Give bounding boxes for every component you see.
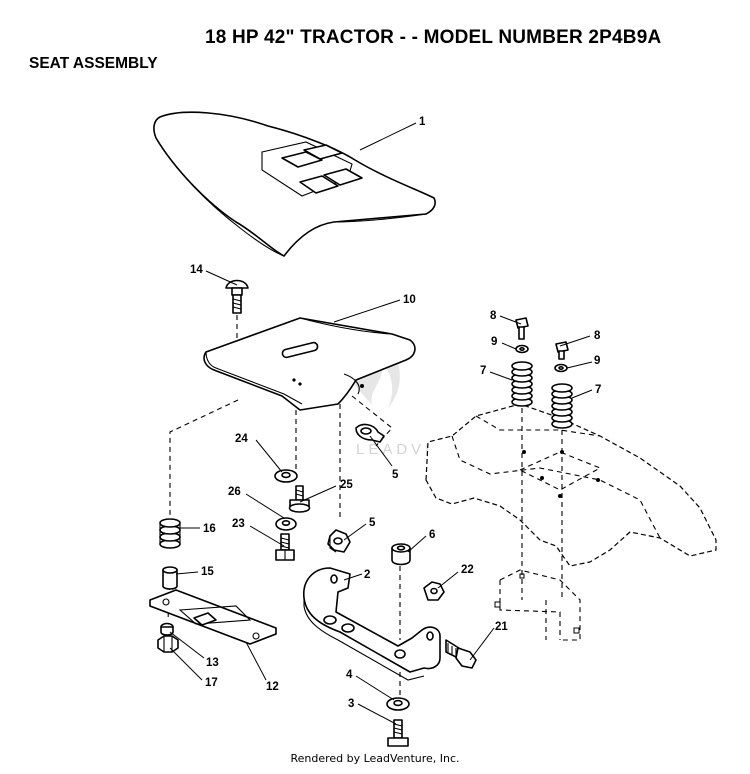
bolt-part-23[interactable] xyxy=(275,533,295,561)
washer-part-13[interactable] xyxy=(160,622,174,636)
callout-10[interactable]: 10 xyxy=(403,294,416,306)
spring-part-16[interactable] xyxy=(159,518,181,549)
callout-8-right[interactable]: 8 xyxy=(594,330,601,342)
bolt-part-25[interactable] xyxy=(288,485,311,513)
bolt-part-3[interactable] xyxy=(387,719,409,747)
callout-3[interactable]: 3 xyxy=(348,698,354,710)
callout-23[interactable]: 23 xyxy=(232,518,245,530)
callout-9-left[interactable]: 9 xyxy=(491,336,497,348)
callout-15[interactable]: 15 xyxy=(201,566,214,578)
washer-part-9-left[interactable] xyxy=(515,344,529,354)
washer-part-9-right[interactable] xyxy=(554,363,568,373)
callout-7-right[interactable]: 7 xyxy=(595,384,601,396)
leader-lines xyxy=(169,122,593,725)
callout-2[interactable]: 2 xyxy=(364,569,370,581)
spacer-part-15[interactable] xyxy=(162,566,178,590)
callout-5-upper[interactable]: 5 xyxy=(392,469,399,481)
clip-part-lower[interactable] xyxy=(327,529,351,553)
callout-14[interactable]: 14 xyxy=(190,264,203,276)
section-title: SEAT ASSEMBLY xyxy=(29,55,158,72)
callout-9-right[interactable]: 9 xyxy=(594,355,600,367)
callout-21[interactable]: 21 xyxy=(495,621,508,633)
screw-part-8-right[interactable] xyxy=(555,341,569,360)
spring-part-7-left[interactable] xyxy=(511,361,533,407)
callout-13[interactable]: 13 xyxy=(206,657,219,669)
plate-part-12[interactable] xyxy=(149,589,277,645)
callout-7-left[interactable]: 7 xyxy=(480,365,486,377)
callout-6[interactable]: 6 xyxy=(429,529,435,541)
spring-part-7-right[interactable] xyxy=(551,383,573,429)
page-title: 18 HP 42" TRACTOR - - MODEL NUMBER 2P4B9… xyxy=(205,27,662,48)
bushing-part-6[interactable] xyxy=(391,543,411,566)
callout-26[interactable]: 26 xyxy=(228,486,241,498)
seat-pan-part[interactable] xyxy=(203,317,416,411)
callout-5-lower[interactable]: 5 xyxy=(369,517,376,529)
carriage-bolt-part[interactable] xyxy=(225,279,249,314)
bracket-part-2[interactable] xyxy=(303,567,441,681)
screw-part-8-left[interactable] xyxy=(515,317,529,340)
callout-17[interactable]: 17 xyxy=(205,677,218,689)
clip-part-upper[interactable] xyxy=(355,423,385,443)
nut-part-17[interactable] xyxy=(157,635,179,653)
tractor-frame-part xyxy=(425,403,717,641)
footer-credit: Rendered by LeadVenture, Inc. xyxy=(290,752,460,765)
callout-8-left[interactable]: 8 xyxy=(490,310,497,322)
nut-part-22[interactable] xyxy=(423,581,445,601)
callout-16[interactable]: 16 xyxy=(203,523,216,535)
washer-part-26[interactable] xyxy=(275,517,297,531)
callout-1[interactable]: 1 xyxy=(419,116,426,128)
seat-part[interactable] xyxy=(153,111,436,257)
callout-12[interactable]: 12 xyxy=(266,681,279,693)
callout-24[interactable]: 24 xyxy=(235,433,248,445)
washer-part-4[interactable] xyxy=(386,697,410,711)
callout-4[interactable]: 4 xyxy=(346,669,353,681)
callout-labels: 1 14 10 8 8 9 9 7 7 24 5 26 25 16 23 5 6… xyxy=(190,116,601,710)
callout-25[interactable]: 25 xyxy=(340,479,353,491)
callout-22[interactable]: 22 xyxy=(461,564,474,576)
bolt-part-21[interactable] xyxy=(445,639,477,669)
washer-part-24[interactable] xyxy=(274,469,298,483)
